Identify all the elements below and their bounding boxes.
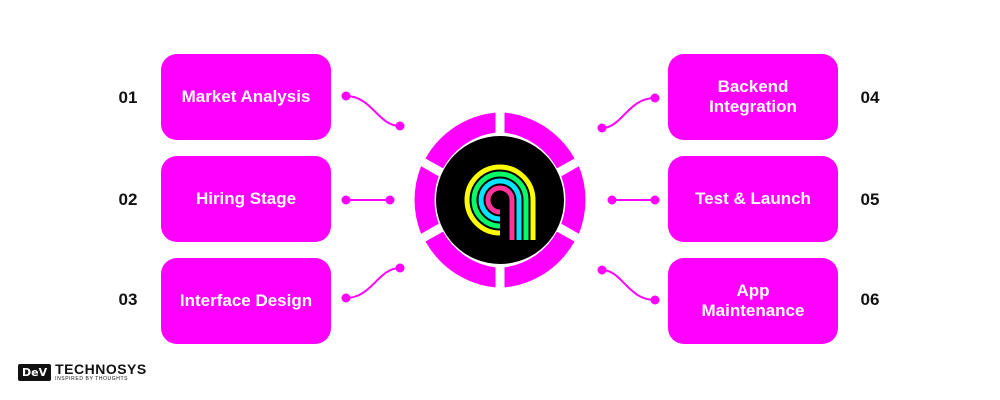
connector-04 bbox=[601, 97, 656, 129]
connector-dot bbox=[341, 293, 351, 303]
step-label: Backend Integration bbox=[709, 76, 797, 116]
connector-01 bbox=[345, 95, 401, 127]
left-connectors bbox=[345, 95, 401, 299]
connector-dot bbox=[341, 195, 351, 205]
connector-dot bbox=[650, 195, 660, 205]
step-box-backend-integration: Backend Integration bbox=[668, 54, 838, 140]
step-label: App Maintenance bbox=[701, 280, 805, 320]
connector-dot bbox=[597, 265, 607, 275]
step-label: Interface Design bbox=[179, 290, 313, 310]
connector-dot bbox=[385, 195, 395, 205]
connector-dot bbox=[395, 121, 405, 131]
step-label: Hiring Stage bbox=[195, 188, 297, 208]
ring-segment bbox=[425, 231, 496, 288]
step-number-03: 03 bbox=[118, 290, 138, 309]
ring-segment bbox=[504, 112, 575, 169]
logo-tagline: INSPIRED BY THOUGHTS bbox=[55, 376, 129, 382]
connector-dot bbox=[341, 91, 351, 101]
step-number-04: 04 bbox=[860, 88, 880, 107]
app-logo-icon bbox=[464, 164, 536, 240]
center-circle bbox=[436, 136, 564, 264]
step-number-06: 06 bbox=[860, 290, 880, 309]
right-connector-dots bbox=[597, 93, 660, 305]
left-connector-dots bbox=[341, 91, 405, 303]
step-box-test-launch: Test & Launch bbox=[668, 156, 838, 242]
right-connectors bbox=[601, 97, 656, 301]
center-ring bbox=[414, 112, 586, 288]
ring-segment bbox=[414, 166, 439, 234]
ring-segment bbox=[425, 112, 496, 169]
connector-dot bbox=[650, 93, 660, 103]
ring-segment bbox=[504, 231, 575, 288]
logo-badge: DeV bbox=[18, 363, 52, 381]
step-number-02: 02 bbox=[118, 190, 138, 209]
connector-03 bbox=[345, 267, 401, 299]
step-box-interface-design: Interface Design bbox=[161, 258, 331, 344]
step-number-01: 01 bbox=[118, 88, 138, 107]
step-label: Market Analysis bbox=[181, 86, 311, 106]
brand-logo: DeV TECHNOSYS INSPIRED BY THOUGHTS bbox=[18, 362, 147, 382]
connector-dot bbox=[607, 195, 617, 205]
connector-06 bbox=[601, 269, 656, 301]
connector-dot bbox=[597, 123, 607, 133]
step-label: Test & Launch bbox=[695, 188, 811, 208]
ring-segment bbox=[561, 166, 586, 234]
step-box-app-maintenance: App Maintenance bbox=[668, 258, 838, 344]
connector-dot bbox=[395, 263, 405, 273]
step-box-hiring-stage: Hiring Stage bbox=[161, 156, 331, 242]
step-box-market-analysis: Market Analysis bbox=[161, 54, 331, 140]
connector-dot bbox=[650, 295, 660, 305]
logo-name: TECHNOSYS bbox=[55, 361, 147, 377]
step-number-05: 05 bbox=[860, 190, 880, 209]
